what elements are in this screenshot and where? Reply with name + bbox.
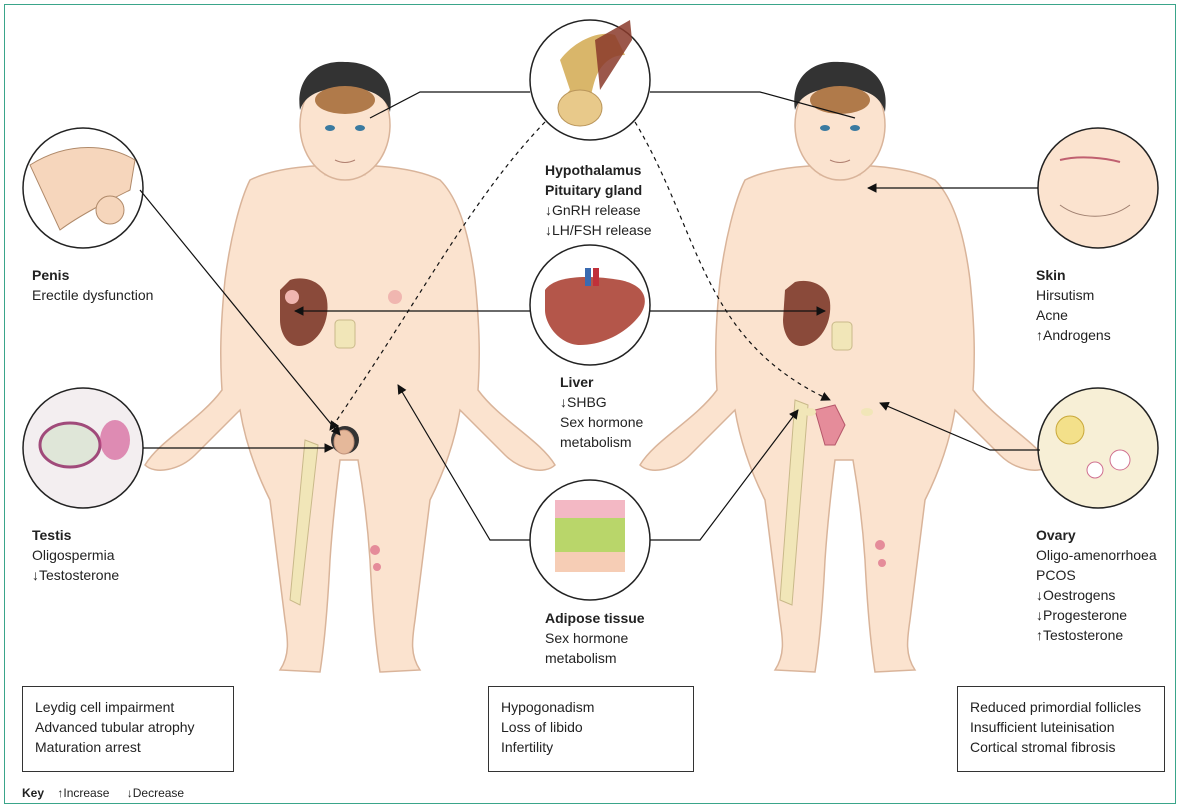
- testis-inset: [23, 388, 143, 508]
- male-eye-left: [325, 125, 335, 131]
- female-ovary-right: [861, 408, 873, 416]
- female-finding-1: Reduced primordial follicles: [970, 697, 1152, 717]
- center-finding-1: Hypogonadism: [501, 697, 681, 717]
- male-nipple-right: [388, 290, 402, 304]
- female-finding-3: Cortical stromal fibrosis: [970, 737, 1152, 757]
- hypothalamus-inset: [530, 20, 650, 140]
- testis-label: Testis Oligospermia ↓Testosterone: [32, 525, 119, 585]
- ovary-inset: [1038, 388, 1158, 508]
- hypothalamus-label: Hypothalamus Pituitary gland ↓GnRH relea…: [545, 160, 652, 240]
- liver-label: Liver ↓SHBG Sex hormone metabolism: [560, 372, 643, 452]
- female-body: [640, 165, 1050, 672]
- key-decrease: ↓Decrease: [127, 786, 184, 800]
- testis-line-2: ↓Testosterone: [32, 565, 119, 585]
- male-finding-1: Leydig cell impairment: [35, 697, 221, 717]
- penis-label: Penis Erectile dysfunction: [32, 265, 153, 305]
- male-finding-2: Advanced tubular atrophy: [35, 717, 221, 737]
- key-legend: Key ↑Increase ↓Decrease: [22, 785, 198, 801]
- pituitary-title: Pituitary gland: [545, 180, 652, 200]
- male-skin-lesion-1: [370, 545, 380, 555]
- ovary-label: Ovary Oligo-amenorrhoea PCOS ↓Oestrogens…: [1036, 525, 1157, 645]
- male-skin-lesion-2: [373, 563, 381, 571]
- penis-title: Penis: [32, 265, 153, 285]
- male-eye-right: [355, 125, 365, 131]
- hypothalamus-line-2: ↓LH/FSH release: [545, 220, 652, 240]
- key-increase: ↑Increase: [57, 786, 109, 800]
- ovary-line-5: ↑Testosterone: [1036, 625, 1157, 645]
- male-findings-box: Leydig cell impairment Advanced tubular …: [22, 686, 234, 772]
- male-figure: [145, 62, 555, 672]
- skin-line-1: Hirsutism: [1036, 285, 1111, 305]
- skin-line-2: Acne: [1036, 305, 1111, 325]
- skin-line-3: ↑Androgens: [1036, 325, 1111, 345]
- female-figure: [640, 62, 1050, 672]
- ovary-line-4: ↓Progesterone: [1036, 605, 1157, 625]
- male-nipple-left: [285, 290, 299, 304]
- female-skin-lesion-2: [878, 559, 886, 567]
- male-genitals: [334, 430, 354, 454]
- ovary-line-3: ↓Oestrogens: [1036, 585, 1157, 605]
- adipose-line-1: Sex hormone: [545, 628, 645, 648]
- skin-inset: [1038, 128, 1158, 248]
- male-spine: [335, 320, 355, 348]
- testis-title: Testis: [32, 525, 119, 545]
- penis-line-1: Erectile dysfunction: [32, 285, 153, 305]
- male-brain: [315, 86, 375, 114]
- ovary-title: Ovary: [1036, 525, 1157, 545]
- center-findings-box: Hypogonadism Loss of libido Infertility: [488, 686, 694, 772]
- center-finding-3: Infertility: [501, 737, 681, 757]
- connector-hypothalamus-male: [370, 92, 530, 118]
- testis-line-1: Oligospermia: [32, 545, 119, 565]
- female-eye-left: [820, 125, 830, 131]
- hypothalamus-title: Hypothalamus: [545, 160, 652, 180]
- female-skin-lesion-1: [875, 540, 885, 550]
- liver-line-1: ↓SHBG: [560, 392, 643, 412]
- male-body: [145, 165, 555, 672]
- liver-inset: [530, 245, 650, 365]
- female-findings-box: Reduced primordial follicles Insufficien…: [957, 686, 1165, 772]
- adipose-inset: [530, 480, 650, 600]
- male-finding-3: Maturation arrest: [35, 737, 221, 757]
- ovary-line-2: PCOS: [1036, 565, 1157, 585]
- hypothalamus-line-1: ↓GnRH release: [545, 200, 652, 220]
- ovary-line-1: Oligo-amenorrhoea: [1036, 545, 1157, 565]
- female-brain: [810, 86, 870, 114]
- liver-line-2: Sex hormone: [560, 412, 643, 432]
- female-ovary-left: [804, 408, 816, 416]
- female-eye-right: [850, 125, 860, 131]
- skin-label: Skin Hirsutism Acne ↑Androgens: [1036, 265, 1111, 345]
- center-finding-2: Loss of libido: [501, 717, 681, 737]
- key-title: Key: [22, 786, 44, 800]
- penis-inset: [23, 128, 143, 248]
- skin-title: Skin: [1036, 265, 1111, 285]
- adipose-line-2: metabolism: [545, 648, 645, 668]
- adipose-label: Adipose tissue Sex hormone metabolism: [545, 608, 645, 668]
- liver-title: Liver: [560, 372, 643, 392]
- female-spine: [832, 322, 852, 350]
- female-finding-2: Insufficient luteinisation: [970, 717, 1152, 737]
- liver-line-3: metabolism: [560, 432, 643, 452]
- adipose-title: Adipose tissue: [545, 608, 645, 628]
